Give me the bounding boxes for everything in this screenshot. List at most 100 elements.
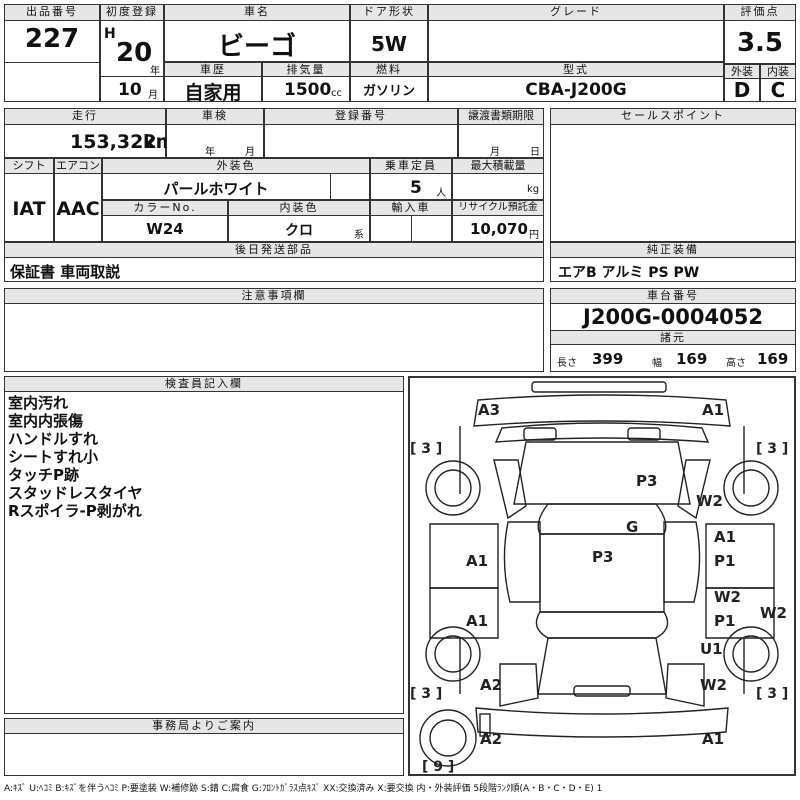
mark-roof-2: P3 xyxy=(592,548,613,566)
mark-door-rl: A1 xyxy=(466,612,488,630)
door-label: ドア形状 xyxy=(350,4,428,21)
inspection-month-unit: 月 xyxy=(245,147,255,158)
model-value: CBA-J200G xyxy=(525,80,627,100)
exterior-value: D xyxy=(733,78,751,102)
model-label: 型式 xyxy=(428,62,724,77)
specs-label: 諸元 xyxy=(550,330,796,345)
reg-number-label: 登録番号 xyxy=(264,108,458,125)
specs-height-label: 高さ xyxy=(726,358,746,369)
recycle-unit: 円 xyxy=(529,230,539,241)
car-name-value: ビーゴ xyxy=(217,32,296,62)
mileage-label: 走行 xyxy=(4,108,166,125)
sales-point-box xyxy=(550,108,796,242)
tire-rear-left-depth: [ 3 ] xyxy=(410,686,442,702)
transfer-day-unit: 日 xyxy=(530,147,540,158)
lot-divider xyxy=(4,62,100,63)
specs-length: 399 xyxy=(592,350,624,368)
lot-number-value: 227 xyxy=(24,24,80,54)
first-reg-label: 初度登録 xyxy=(100,4,164,21)
mark-door-fr-1: A1 xyxy=(714,528,736,546)
score-value: 3.5 xyxy=(736,28,784,58)
chassis-label: 車台番号 xyxy=(550,288,796,304)
exterior-label: 外装 xyxy=(724,64,760,79)
mark-fender-right: W2 xyxy=(696,492,723,510)
inspector-note: タッチP跡 xyxy=(8,466,79,484)
ext-color-value: パールホワイト xyxy=(163,180,269,198)
color-no-label: カラーNo. xyxy=(102,200,228,216)
door-value: 5W xyxy=(371,32,407,56)
mark-front-left: A3 xyxy=(478,401,500,419)
aircon-label: エアコン xyxy=(54,158,102,174)
specs-height: 169 xyxy=(757,350,789,368)
mark-rear-right: A1 xyxy=(702,730,724,748)
mileage-value: 153,322 xyxy=(70,131,157,153)
inspector-box xyxy=(4,376,404,714)
aircon-value: AAC xyxy=(56,198,100,220)
specs-width: 169 xyxy=(676,350,708,368)
inspector-note: Rスポイラ-P剥がれ xyxy=(8,502,142,520)
inspector-note: シートすれ小 xyxy=(8,448,99,466)
car-name-label: 車名 xyxy=(164,4,350,21)
first-reg-month: 10 xyxy=(118,80,142,100)
int-color-label: 内装色 xyxy=(228,200,370,216)
displacement-unit: cc xyxy=(331,88,342,99)
max-load-unit: kg xyxy=(527,184,540,195)
recycle-value: 10,070 xyxy=(470,220,528,238)
later-parts-value: 保証書 車両取説 xyxy=(10,263,121,281)
sales-point-label: セールスポイント xyxy=(550,108,796,125)
lot-number-label: 出品番号 xyxy=(4,4,100,21)
spare-tire-depth: [ 9 ] xyxy=(422,759,454,775)
mark-quarter-left: A2 xyxy=(480,676,502,694)
mark-rear-left: A2 xyxy=(480,730,502,748)
transfer-month-unit: 月 xyxy=(490,147,500,158)
mark-door-fr-2: P1 xyxy=(714,552,735,570)
damage-code-legend: A:ｷｽﾞ U:ﾍｺﾐ B:ｷｽﾞを伴うﾍｺﾐ P:要塗装 W:補修跡 S:錆 … xyxy=(4,784,603,794)
fuel-label: 燃料 xyxy=(350,62,428,77)
interior-label: 内装 xyxy=(760,64,796,79)
mark-door-rr-2: P1 xyxy=(714,612,735,630)
ext-color-label: 外装色 xyxy=(102,158,370,174)
inspector-note: スタッドレスタイヤ xyxy=(8,484,143,502)
inspector-notes-list: 室内汚れ 室内内張傷 ハンドルすれ シートすれ小 タッチP跡 スタッドレスタイヤ… xyxy=(8,394,143,520)
ext-color-divider xyxy=(330,174,331,200)
mark-quarter-right: U1 xyxy=(700,640,723,658)
history-value: 自家用 xyxy=(184,82,242,104)
max-load-label: 最大積載量 xyxy=(452,158,544,174)
import-label: 輸入車 xyxy=(370,200,452,216)
mark-roof: G xyxy=(626,518,638,536)
int-color-unit: 系 xyxy=(354,230,364,241)
shift-label: シフト xyxy=(4,158,54,174)
displacement-value: 1500 xyxy=(284,80,332,100)
inspection-label: 車検 xyxy=(166,108,264,125)
inspector-note: ハンドルすれ xyxy=(8,430,99,448)
mark-rear-right-edge: W2 xyxy=(760,604,787,622)
fuel-value: ガソリン xyxy=(362,84,415,99)
tire-front-left-depth: [ 3 ] xyxy=(410,441,442,457)
score-label: 評価点 xyxy=(724,4,796,21)
capacity-label: 乗車定員 xyxy=(370,158,452,174)
car-diagram: A3 A1 P3 W2 G P3 A1 P1 A1 W2 P1 A1 W2 U1… xyxy=(410,381,788,775)
shift-value: IAT xyxy=(12,198,46,220)
int-color-value: クロ xyxy=(285,223,313,239)
first-reg-divider xyxy=(100,76,164,77)
tire-front-right-depth: [ 3 ] xyxy=(756,441,788,457)
import-divider xyxy=(411,216,412,242)
first-reg-era: H xyxy=(104,26,116,42)
transfer-label: 譲渡書類期限 xyxy=(458,108,544,125)
displacement-label: 排気量 xyxy=(262,62,350,77)
mark-door-rr-1: W2 xyxy=(714,588,741,606)
mark-hood: P3 xyxy=(636,472,657,490)
mark-quarter-right-2: W2 xyxy=(700,676,727,694)
specs-width-label: 幅 xyxy=(652,358,662,369)
tire-rear-right-depth: [ 3 ] xyxy=(756,686,788,702)
inspector-note: 室内汚れ xyxy=(8,394,69,412)
history-label: 車歴 xyxy=(164,62,262,77)
recycle-label: リサイクル預託金 xyxy=(452,200,544,216)
mark-front-right: A1 xyxy=(702,401,724,419)
chassis-value: J200G-0004052 xyxy=(583,305,763,329)
first-reg-month-unit: 月 xyxy=(148,90,158,101)
color-no-value: W24 xyxy=(146,220,184,238)
first-reg-year: 20 xyxy=(116,38,153,68)
mark-door-fl: A1 xyxy=(466,552,488,570)
inspection-year-unit: 年 xyxy=(205,147,215,158)
